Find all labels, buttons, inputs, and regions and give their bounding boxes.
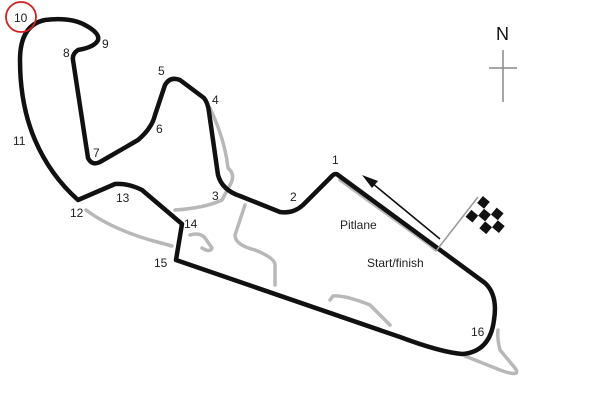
old-layout-section-g (463, 328, 519, 376)
pitlane-label: Pitlane (340, 218, 377, 232)
corner-labels: 1 2 3 4 5 6 7 8 9 10 11 12 13 14 15 16 (13, 11, 485, 339)
old-layout-section-a (173, 106, 235, 212)
checkered-flag-icon (435, 196, 505, 252)
corner-label: 9 (102, 37, 109, 51)
corner-label: 14 (184, 217, 198, 231)
corner-label: 13 (116, 191, 130, 205)
old-layout-section-f (338, 178, 438, 252)
corner-label: 4 (212, 93, 219, 107)
track (17, 16, 498, 357)
old-layout-section-b (84, 208, 174, 248)
corner-label: 15 (154, 256, 168, 270)
corner-label: 2 (290, 190, 297, 204)
corner-label: 8 (63, 46, 70, 60)
pitlane-direction-arrow (362, 175, 441, 240)
old-layout-section-c (188, 232, 214, 253)
corner-label: 7 (93, 146, 100, 160)
highlight-circle-corner-10 (5, 1, 37, 33)
start-finish-label: Start/finish (367, 256, 424, 270)
corner-label: 16 (471, 325, 485, 339)
corner-label: 1 (332, 153, 339, 167)
corner-label: 5 (158, 64, 165, 78)
old-layout-section-e (328, 294, 392, 327)
corner-label: 11 (13, 134, 26, 148)
corner-label: 12 (70, 206, 84, 220)
old-layout-section-d (233, 203, 277, 287)
compass: N (489, 24, 517, 102)
corner-label: 6 (156, 122, 163, 136)
corner-label: 3 (212, 189, 219, 203)
old-layout-lines (84, 106, 519, 376)
corner-label: 10 (14, 11, 28, 25)
compass-north-label: N (496, 24, 509, 44)
